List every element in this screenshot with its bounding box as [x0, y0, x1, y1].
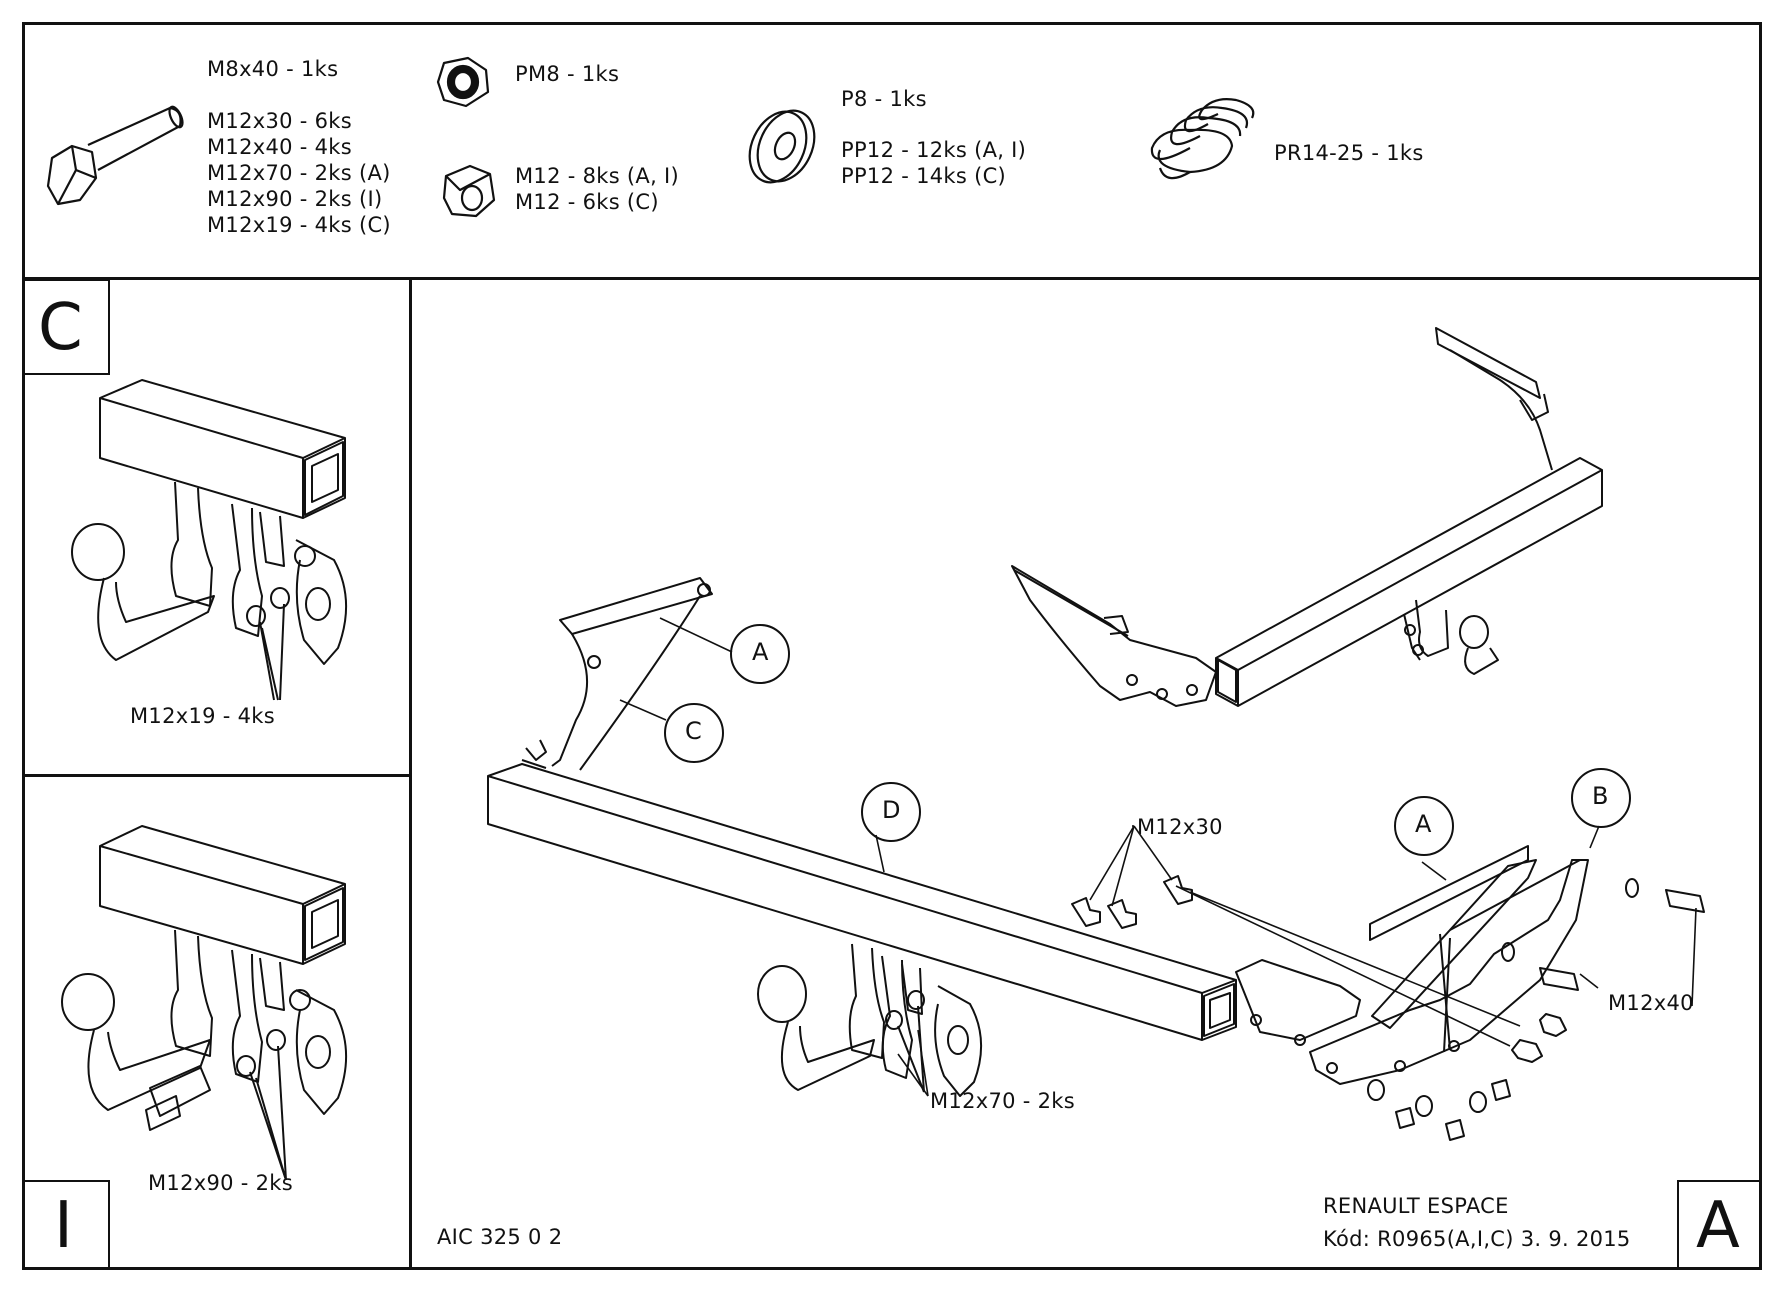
pp12-line-2: PP12 - 14ks (C) — [841, 164, 1007, 188]
bubble-b-label: B — [1592, 782, 1609, 810]
bubble-c — [664, 703, 724, 763]
bolt-line-3: M12x40 - 4ks — [207, 135, 352, 159]
drawing-sheet — [22, 22, 1762, 1270]
header-divider — [22, 277, 1762, 280]
ball-coupling-drawing — [757, 943, 983, 1097]
bolt-line-1: M8x40 - 1ks — [207, 57, 339, 81]
drawing-code: AIC 325 0 2 — [437, 1225, 563, 1249]
panel-c-letter-box — [22, 279, 110, 375]
bolt-line-2: M12x30 - 6ks — [207, 109, 352, 133]
washer-icon — [748, 109, 816, 184]
panel-a-letter-box — [1677, 1180, 1762, 1270]
panel-i-letter: I — [54, 1189, 73, 1263]
side-bracket-drawing — [1235, 845, 1589, 1085]
vehicle-name: RENAULT ESPACE — [1323, 1194, 1509, 1218]
panel-i-letter-box — [22, 1180, 110, 1270]
leader-lines — [619, 617, 1697, 1097]
bubble-a2 — [1394, 796, 1454, 856]
m12x70-callout: M12x70 - 2ks — [930, 1089, 1075, 1113]
pm8-label: PM8 - 1ks — [515, 62, 620, 86]
exploded-hardware-drawing — [1071, 875, 1705, 1141]
m12x30-callout: M12x30 — [1137, 815, 1223, 839]
bubble-b — [1571, 768, 1631, 828]
m12-nut-line-1: M12 - 8ks (A, I) — [515, 164, 680, 188]
panel-i-callout: M12x90 - 2ks — [148, 1171, 293, 1195]
code-line: Kód: R0965(A,I,C) 3. 9. 2015 — [1323, 1227, 1631, 1251]
bolt-icon — [46, 105, 184, 206]
m12-nut-line-2: M12 - 6ks (C) — [515, 190, 659, 214]
panel-c-towbar-drawing — [71, 379, 347, 701]
pp12-line-1: PP12 - 12ks (A, I) — [841, 138, 1027, 162]
bubble-c-label: C — [685, 717, 702, 745]
m12-nut-list: M12 - 8ks (A, I) M12 - 6ks (C) — [515, 163, 679, 215]
p8-label: P8 - 1ks — [841, 87, 927, 111]
pp12-list: PP12 - 12ks (A, I) PP12 - 14ks (C) — [841, 137, 1026, 189]
exploded-crossbar-drawing — [487, 577, 1237, 1041]
bubble-a2-label: A — [1415, 810, 1432, 838]
bubble-d — [861, 782, 921, 842]
assembled-towbar-drawing — [1011, 327, 1603, 707]
panel-c-letter: C — [38, 291, 83, 365]
panel-i-towbar-drawing — [61, 825, 347, 1181]
m12-nut-icon — [442, 164, 496, 218]
m12x40-callout: M12x40 — [1608, 991, 1694, 1015]
bubble-a1 — [730, 624, 790, 684]
bolt-line-4: M12x70 - 2ks (A) — [207, 161, 391, 185]
bolt-list: M8x40 - 1ks M12x30 - 6ks M12x40 - 4ks M1… — [207, 56, 391, 238]
left-panels-divider — [22, 774, 411, 777]
spring-icon — [1150, 98, 1255, 180]
bubble-a1-label: A — [752, 638, 769, 666]
bolt-line-6: M12x19 - 4ks (C) — [207, 213, 391, 237]
pm8-nut-icon — [436, 56, 490, 108]
bolt-line-5: M12x90 - 2ks (I) — [207, 187, 383, 211]
panel-c-callout: M12x19 - 4ks — [130, 704, 275, 728]
callout-bubbles — [664, 624, 1631, 856]
panel-a-letter: A — [1696, 1189, 1740, 1263]
left-column-divider — [409, 277, 412, 1270]
bubble-d-label: D — [882, 796, 901, 824]
spring-label: PR14-25 - 1ks — [1274, 141, 1424, 165]
